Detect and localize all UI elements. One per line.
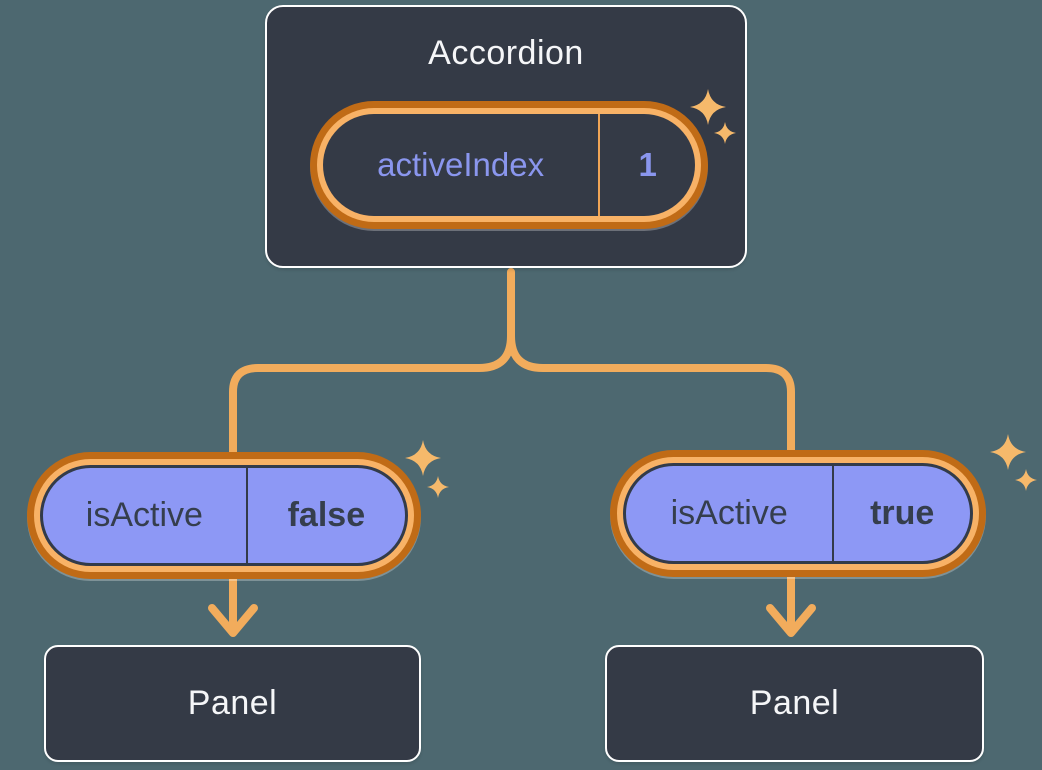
pill-divider [245,468,248,563]
state-value-label: false [287,496,366,534]
accordion-title: Accordion [428,34,584,72]
accordion-state-pill: activeIndex 1 [310,101,708,229]
down-arrow-left [208,568,258,637]
state-value-label: true [870,494,935,532]
pill-divider [598,114,601,216]
state-name-label: activeIndex [377,146,545,183]
panel-node-right: Panel [605,645,984,762]
sparkle-large-icon [990,434,1026,470]
pill-divider [832,466,835,561]
sparkle-large-icon [405,440,441,476]
down-arrow-right [766,566,816,637]
connector-right-branch [507,332,795,470]
sparkle-large-icon [690,89,726,125]
state-name-label: isActive [670,494,788,532]
connector-left-branch [229,268,515,472]
pill-inner-ring: isActive true [617,457,979,570]
state-name-label: isActive [85,496,203,534]
sparkle-small-icon [714,122,736,144]
pill-core: isActive true [623,463,973,564]
pill-inner-ring: isActive false [34,459,414,572]
sparkle-small-icon [427,476,449,498]
pill-inner-ring: activeIndex 1 [317,108,701,222]
sparkle-small-icon [1015,469,1037,491]
state-pill-right: isActive true [610,450,986,577]
pill-core: isActive false [40,465,408,566]
pill-core: activeIndex 1 [323,114,695,216]
state-value-label: 1 [638,146,657,183]
panel-node-left: Panel [44,645,421,762]
panel-title: Panel [187,684,278,722]
state-pill-left: isActive false [27,452,421,579]
panel-title: Panel [749,684,840,722]
